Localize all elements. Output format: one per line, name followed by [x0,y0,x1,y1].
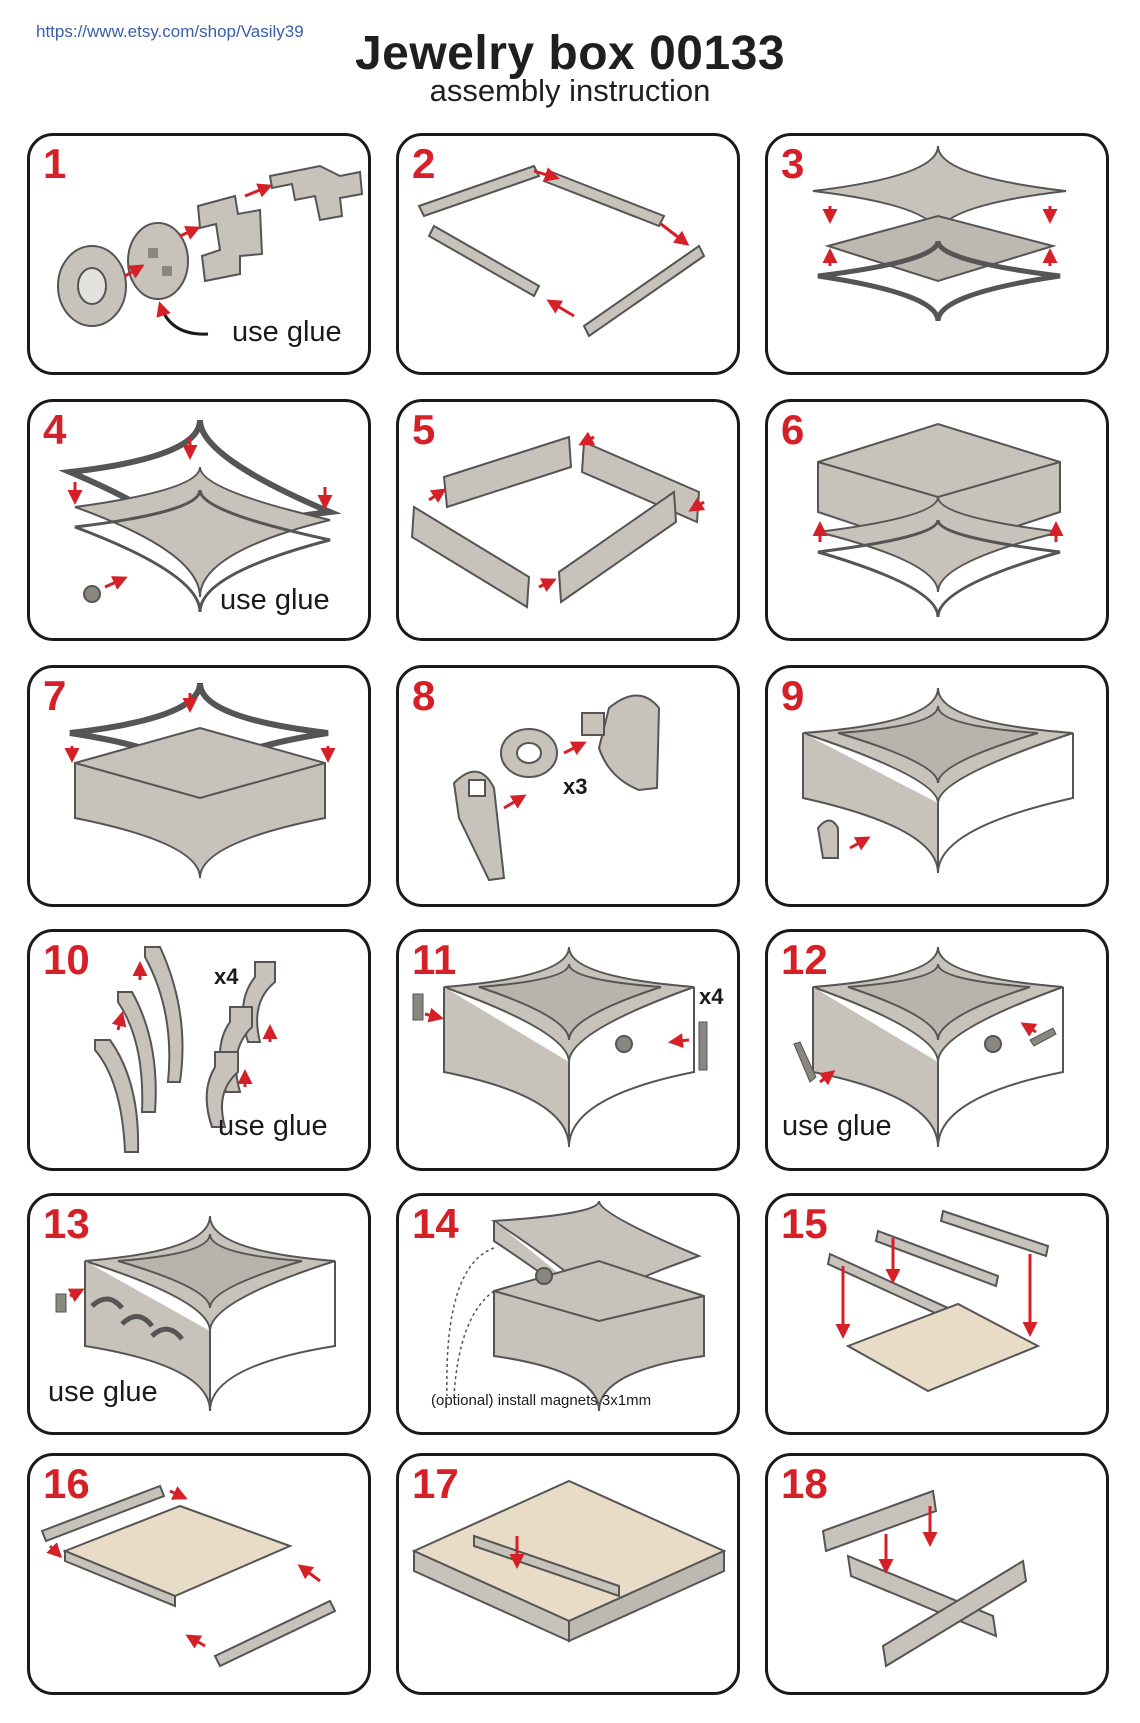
step-panel-5: 5 [396,399,740,641]
steps-grid: 1 use glue 2 3 [27,133,1113,1717]
step-caption: use glue [782,1110,892,1142]
step-panel-2: 2 [396,133,740,375]
step-number: 13 [43,1200,90,1247]
step-illustration [821,1489,1028,1668]
step-illustration [793,946,1064,1148]
step-illustration [812,422,1064,618]
page-title: Jewelry box 00133 [354,27,786,80]
step-illustration [417,164,706,338]
shop-link[interactable]: https://www.etsy.com/shop/Vasily39 [36,22,304,41]
step-panel-7: 7 [27,665,371,907]
step-illustration [64,682,336,879]
step-note: (optional) install magnets 3x1mm [431,1392,652,1409]
step-number: 14 [412,1200,459,1247]
step-number: 5 [412,406,436,453]
step-number: 6 [781,406,805,453]
step-panel-12: 12 use glue [765,929,1109,1171]
step-caption: use glue [218,1110,328,1142]
step-illustration [58,419,342,613]
step-number: 2 [412,140,436,187]
step-panel-17: 17 [396,1453,740,1695]
step-illustration [412,946,708,1148]
step-illustration [812,145,1067,322]
step-number: 11 [412,936,457,983]
step-panel-9: 9 [765,665,1109,907]
step-panel-10: 10 x4 use glue [27,929,371,1171]
step-multiplier: x4 [214,964,239,989]
step-illustration [94,946,278,1153]
step-illustration [57,164,364,336]
step-panel-14: 14 (optional) install magnets 3x1mm [396,1193,740,1435]
step-caption: use glue [48,1376,158,1408]
step-panel-18: 18 [765,1453,1109,1695]
step-illustration [40,1484,337,1668]
step-panel-6: 6 [765,399,1109,641]
step-number: 16 [43,1460,90,1507]
step-number: 3 [781,140,805,187]
step-panel-1: 1 use glue [27,133,371,375]
step-number: 18 [781,1460,828,1507]
step-panel-13: 13 use glue [27,1193,371,1435]
step-number: 17 [412,1460,459,1507]
step-number: 4 [43,406,67,453]
step-number: 10 [43,936,90,983]
step-panel-15: 15 [765,1193,1109,1435]
step-caption: use glue [220,584,330,616]
step-illustration [826,1209,1050,1393]
step-multiplier: x4 [699,984,724,1009]
step-number: 7 [43,672,67,719]
step-illustration [452,694,661,882]
step-illustration [410,431,706,609]
step-panel-11: 11 x4 [396,929,740,1171]
step-number: 12 [781,936,828,983]
step-panel-8: 8 x3 [396,665,740,907]
step-panel-16: 16 [27,1453,371,1695]
step-illustration [411,1479,727,1643]
step-number: 9 [781,672,805,719]
step-illustration [446,1200,705,1412]
step-number: 15 [781,1200,828,1247]
step-panel-3: 3 [765,133,1109,375]
page-subtitle: assembly instruction [429,73,711,108]
step-caption: use glue [232,316,342,348]
step-number: 8 [412,672,436,719]
step-illustration [55,1215,336,1412]
step-number: 1 [43,140,67,187]
step-panel-4: 4 use glue [27,399,371,641]
step-illustration [802,687,1074,874]
step-multiplier: x3 [563,774,588,799]
